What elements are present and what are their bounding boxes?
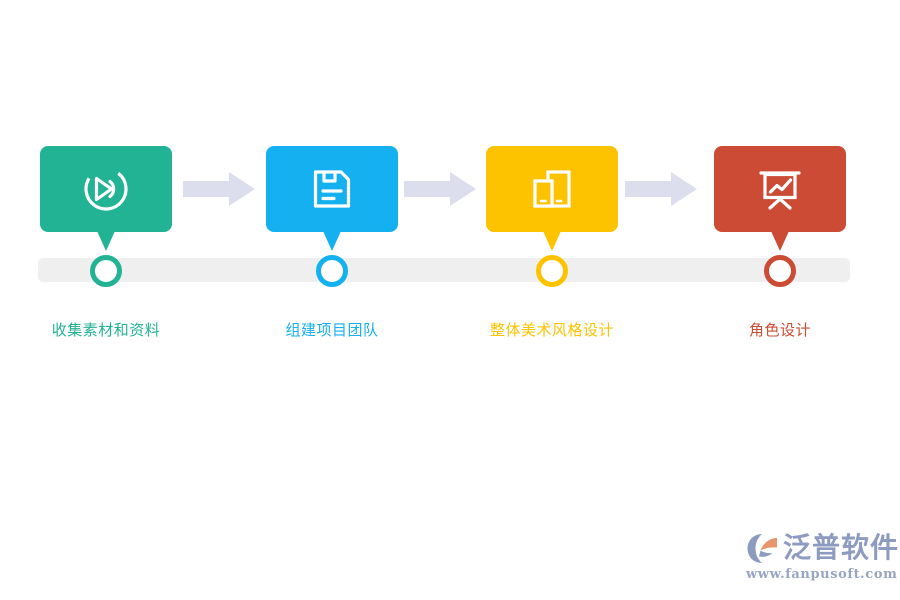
step-card-2[interactable] (266, 146, 398, 232)
connector-arrow-1 (183, 172, 255, 206)
presentation-chart-icon (754, 163, 806, 215)
connector-arrow-2 (404, 172, 476, 206)
step-label-3: 整体美术风格设计 (489, 321, 614, 339)
step-card-3[interactable] (486, 146, 618, 232)
step-card-tail-1 (97, 231, 115, 251)
timeline-node-3[interactable] (536, 255, 568, 287)
timeline-node-1[interactable] (90, 255, 122, 287)
logo-row: 泛普软件 (746, 530, 898, 566)
timeline-step-4: 角色设计 (714, 0, 900, 600)
broadcast-signal-icon (80, 163, 132, 215)
watermark-logo[interactable]: 泛普软件 www.fanpusoft.com (746, 530, 898, 586)
step-card-tail-3 (543, 231, 561, 251)
step-card-1[interactable] (40, 146, 172, 232)
step-card-tail-4 (771, 231, 789, 251)
step-card-4[interactable] (714, 146, 846, 232)
timeline-step-3: 整体美术风格设计 (486, 0, 686, 600)
step-label-2: 组建项目团队 (285, 321, 379, 339)
document-save-icon (306, 163, 358, 215)
logo-brand-text: 泛普软件 (783, 531, 900, 564)
timeline-track (38, 258, 850, 282)
connector-arrow-3 (625, 172, 697, 206)
step-label-4: 角色设计 (748, 321, 811, 339)
logo-url-text: www.fanpusoft.com (746, 567, 898, 582)
fanpu-logo-icon (746, 532, 780, 565)
step-label-1: 收集素材和资料 (51, 321, 161, 339)
timeline-node-4[interactable] (764, 255, 796, 287)
devices-icon (526, 163, 578, 215)
timeline-node-2[interactable] (316, 255, 348, 287)
timeline-step-1: 收集素材和资料 (40, 0, 240, 600)
timeline-step-2: 组建项目团队 (266, 0, 466, 600)
step-card-tail-2 (323, 231, 341, 251)
